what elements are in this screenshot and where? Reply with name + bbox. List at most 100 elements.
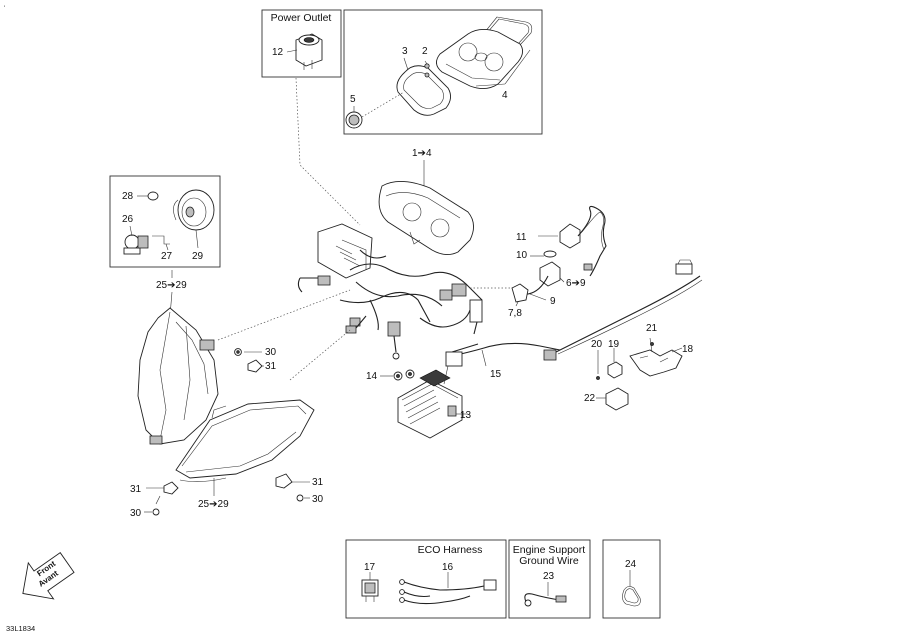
harness-connector-a [317,275,331,286]
eco-harness-title: ECO Harness [418,544,483,556]
nut-31-left [146,481,179,495]
callout-6-to-9: 6➔9 [566,278,586,289]
callout-11: 11 [516,232,527,243]
callout-25-to-29-top: 25➔29 [156,280,187,291]
callout-18: 18 [682,344,694,355]
ignition-switch-group [470,205,607,307]
eco-harness-box: ECO Harness 17 16 [345,539,507,619]
screw-2 [424,60,430,78]
bulb-26 [123,225,149,255]
gauge-lens-5 [345,106,363,129]
callout-5: 5 [350,94,356,105]
headlamp-kit-frame [109,175,221,268]
screw-30-left [144,495,161,516]
power-outlet-frame [261,9,342,78]
callout-31-a: 31 [265,361,277,372]
callout-10: 10 [516,250,528,261]
nut-14 [380,369,415,381]
gauge-box: 3 2 4 5 [343,9,543,135]
left-headlamp [137,307,219,445]
bracket-group [596,337,683,411]
ring-24-box: 24 [602,539,661,619]
callout-28: 28 [122,191,134,202]
connector-7-8 [511,283,529,303]
power-outlet-dotted-line [295,77,361,226]
lens-dotted-line [361,91,405,118]
connector-15-end [675,263,693,275]
grommet-30-top [234,348,262,356]
switch-17 [361,572,379,602]
clip-19 [607,361,623,379]
connector-22 [605,387,629,411]
callout-30-a: 30 [265,347,277,358]
front-headlamp-lens [175,399,315,482]
ring-24-frame [602,539,661,619]
screw-20 [596,376,600,380]
instrument-cluster [378,181,474,255]
fuse-box [317,223,373,279]
engine-support-title-2: Ground Wire [519,555,579,567]
engine-support-frame [508,539,591,619]
callout-15: 15 [490,369,502,380]
engine-support-title-1: Engine Support [513,544,585,556]
corner-mark: ' [4,6,5,12]
callout-24: 24 [625,559,637,570]
power-outlet-title: Power Outlet [271,12,332,24]
callout-22: 22 [584,393,596,404]
harness-extension-15 [445,259,703,367]
leader-4a [475,83,506,87]
callout-14: 14 [366,371,378,382]
callout-25-to-29-bottom: 25➔29 [198,499,229,510]
ground-wire-23 [524,582,567,607]
callout-12: 12 [272,47,284,58]
front-direction-arrow: Front Avant [22,552,75,600]
callout-4: 4 [502,90,508,101]
key-switch [539,261,561,287]
callout-23: 23 [543,571,555,582]
callout-30-c: 30 [312,494,324,505]
callout-31-b: 31 [130,484,142,495]
main-harness [297,223,483,360]
power-outlet-box: Power Outlet 12 [261,9,342,78]
gauge-box-frame [343,9,543,135]
callout-21: 21 [646,323,658,334]
cluster-housing [436,29,523,89]
nut-31-top [247,359,264,373]
engine-support-box: Engine Support Ground Wire 23 [508,539,591,619]
washer-10 [543,250,557,258]
eco-harness-frame [345,539,507,619]
headlamp-reflector-29 [173,189,215,249]
voltage-regulator [397,365,468,439]
callout-19: 19 [608,339,620,350]
nut-31-right [275,473,310,489]
callout-26: 26 [122,214,134,225]
callout-27: 27 [161,251,173,262]
callout-3: 3 [402,46,408,57]
callout-30-b: 30 [130,508,142,519]
leader-12 [286,49,298,53]
left-headlamp-dotted-line [217,289,351,341]
leader-3 [403,57,409,71]
bracket-18 [629,349,683,377]
diagram-code: 33L1834 [6,624,35,633]
screw-21 [650,342,654,346]
callout-20: 20 [591,339,603,350]
callout-31-c: 31 [312,477,324,488]
cluster-bezel [396,65,451,116]
front-headlamp-dotted-line [289,329,351,381]
callout-13: 13 [460,410,472,421]
screw-30-right [296,494,310,502]
callout-9: 9 [550,296,556,307]
callout-16: 16 [442,562,454,573]
bulb-28 [137,191,159,201]
callout-1-to-4: 1➔4 [412,148,432,159]
callout-2: 2 [422,46,428,57]
leader-4b [504,49,531,85]
callout-7-8: 7,8 [508,308,522,319]
switch-cap-11 [559,223,581,249]
power-outlet-part [295,33,323,70]
connector-15 [543,349,557,361]
clip-27 [152,235,170,251]
callout-17: 17 [364,562,376,573]
